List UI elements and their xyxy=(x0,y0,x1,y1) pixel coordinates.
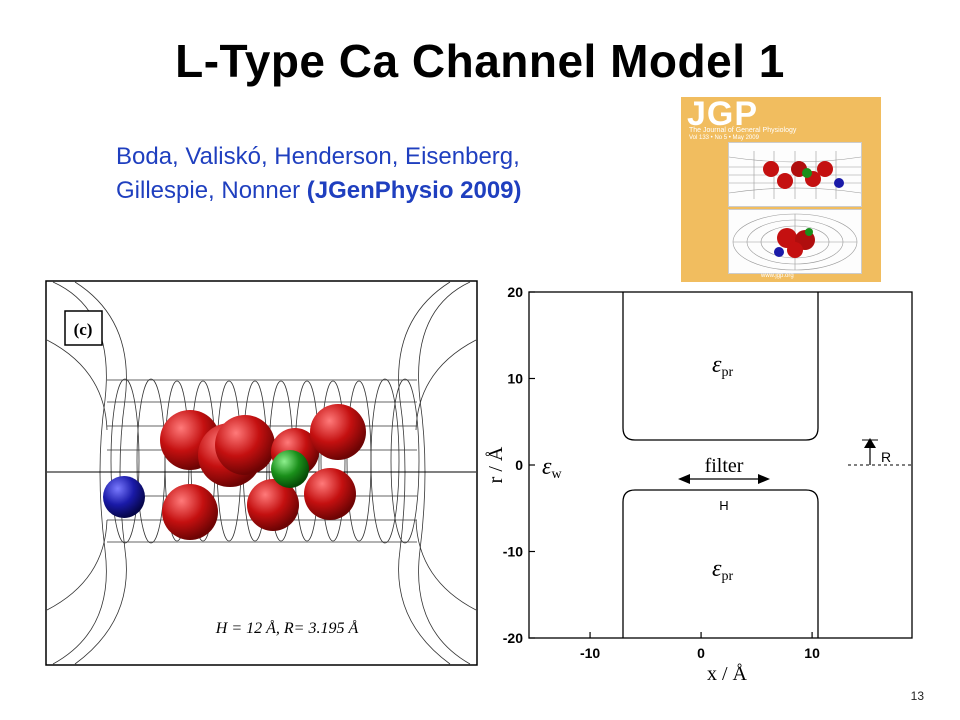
journal-website: www.jgp.org xyxy=(761,273,794,279)
ion-sphere-3 xyxy=(215,415,275,475)
x-axis-label: x / Å xyxy=(707,663,748,685)
eps-pr-bottom: εpr xyxy=(712,556,733,584)
y-tick-label-1: 10 xyxy=(507,371,523,387)
slide-title: L-Type Ca Channel Model 1 xyxy=(175,35,785,87)
journal-logo: JGP xyxy=(687,95,759,133)
authors-text: Boda, Valiskó, Henderson, Eisenberg, Gil… xyxy=(116,140,676,208)
ion-sphere-blue xyxy=(103,476,145,518)
y-tick-label-2: 0 xyxy=(515,457,523,473)
eps-pr-top-symbol: ε xyxy=(712,352,722,378)
channel-3d-figure: (c) H = 12 Å, R= 3.195 Å xyxy=(45,280,478,666)
eps-pr-top-sub: pr xyxy=(721,365,733,380)
citation: (JGenPhysio 2009) xyxy=(306,177,522,204)
filter-arrow-right-head xyxy=(758,474,770,484)
y-tick-label-0: 20 xyxy=(507,284,523,300)
eps-w-sub: w xyxy=(551,467,562,482)
channel-3d-svg: (c) H = 12 Å, R= 3.195 Å xyxy=(45,280,478,666)
slide-number: 13 xyxy=(910,689,924,703)
journal-cover: JGP The Journal of General Physiology Vo… xyxy=(681,95,881,282)
y-axis-label: r / Å xyxy=(485,446,507,483)
figure-caption: H = 12 Å, R= 3.195 Å xyxy=(215,619,359,637)
filter-arrow-left-head xyxy=(678,474,690,484)
r-label: R xyxy=(881,449,891,465)
r-arrow-head xyxy=(864,438,876,448)
ion-sphere-6 xyxy=(162,484,218,540)
authors-line-2: Gillespie, Nonner xyxy=(116,177,307,204)
eps-w-symbol: ε xyxy=(542,454,552,480)
protein-top-outline xyxy=(622,292,819,441)
eps-pr-top: εpr xyxy=(712,352,733,380)
eps-pr-bottom-symbol: ε xyxy=(712,556,722,582)
protein-bottom-outline xyxy=(622,489,819,638)
cover-image-top xyxy=(728,142,862,207)
filter-label: filter xyxy=(705,455,744,477)
panel-label: (c) xyxy=(74,320,93,339)
x-tick-label-0: -10 xyxy=(580,645,600,661)
journal-issue: Vol 133 • No 5 • May 2009 xyxy=(689,135,759,141)
eps-w: εw xyxy=(542,454,562,482)
ion-sphere-green xyxy=(271,450,309,488)
eps-pr-bottom-sub: pr xyxy=(721,569,733,584)
cover-channel-bottom xyxy=(732,213,858,271)
cover-image-bottom xyxy=(728,209,862,274)
y-tick-label-4: -20 xyxy=(503,630,523,646)
ion-sphere-5 xyxy=(310,404,366,460)
authors-line-1: Boda, Valiskó, Henderson, Eisenberg, xyxy=(116,143,520,170)
y-tick-label-3: -10 xyxy=(503,544,523,560)
journal-subtitle: The Journal of General Physiology xyxy=(689,127,797,134)
cover-channel-top xyxy=(728,151,862,199)
panel-label-box xyxy=(64,310,103,346)
h-label: H xyxy=(719,498,728,513)
x-tick-label-1: 0 xyxy=(697,645,705,661)
ion-sphere-8 xyxy=(304,468,356,520)
x-tick-label-2: 10 xyxy=(804,645,820,661)
ion-sphere-7 xyxy=(247,479,299,531)
